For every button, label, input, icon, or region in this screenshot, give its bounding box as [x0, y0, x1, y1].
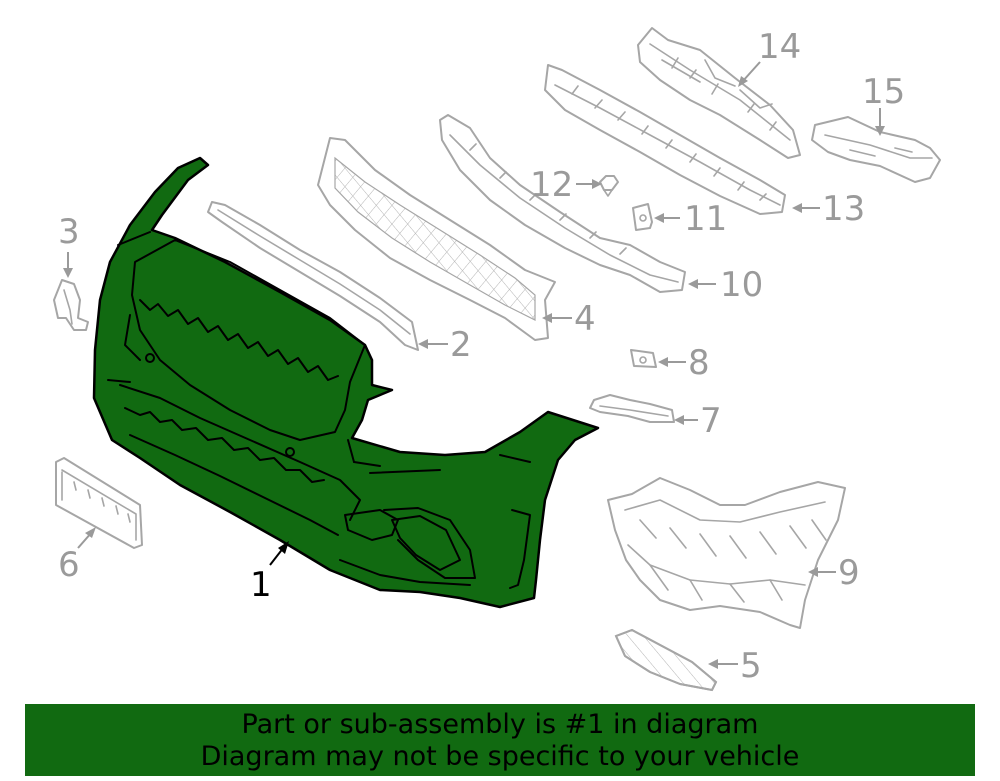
- part-11-nut[interactable]: [632, 203, 653, 231]
- callout-15: 15: [862, 72, 905, 136]
- callout-13: 13: [792, 189, 865, 229]
- part-6-license-bracket[interactable]: [55, 457, 143, 549]
- part-1-bumper-cover[interactable]: [92, 156, 600, 609]
- callout-6: 6: [58, 527, 96, 585]
- part-3-bracket[interactable]: [53, 279, 89, 331]
- callout-4: 4: [542, 299, 596, 339]
- part-13-absorber[interactable]: [544, 64, 786, 215]
- callout-9: 9: [808, 553, 860, 593]
- callout-12-label: 12: [530, 165, 573, 205]
- callout-11: 11: [654, 199, 727, 239]
- callout-7: 7: [674, 401, 722, 441]
- callout-3: 3: [58, 212, 80, 278]
- callout-4-label: 4: [574, 299, 596, 339]
- callout-8-label: 8: [688, 343, 710, 383]
- callout-12: 12: [530, 165, 602, 205]
- callout-10: 10: [688, 265, 763, 305]
- part-5-grille[interactable]: [614, 628, 718, 692]
- info-banner: Part or sub-assembly is #1 in diagram Di…: [25, 704, 975, 776]
- callout-8: 8: [658, 343, 710, 383]
- banner-line-2: Diagram may not be specific to your vehi…: [200, 741, 800, 772]
- part-2-molding[interactable]: [207, 201, 419, 351]
- part-14-bracket[interactable]: [637, 27, 801, 159]
- callout-5-label: 5: [740, 646, 762, 686]
- callout-10-label: 10: [720, 265, 763, 305]
- callout-1: 1: [250, 541, 289, 605]
- callout-11-label: 11: [684, 199, 727, 239]
- callout-5: 5: [708, 646, 762, 686]
- callout-1-label: 1: [250, 565, 272, 605]
- banner-line-1: Part or sub-assembly is #1 in diagram: [241, 709, 759, 740]
- callout-7-label: 7: [700, 401, 722, 441]
- part-7-bracket[interactable]: [589, 394, 675, 423]
- part-12-clip[interactable]: [599, 175, 619, 197]
- callout-14: 14: [738, 27, 801, 87]
- callout-2-label: 2: [450, 325, 472, 365]
- callout-2: 2: [418, 325, 472, 365]
- callout-9-label: 9: [838, 553, 860, 593]
- callout-3-label: 3: [58, 212, 80, 252]
- callout-6-label: 6: [58, 545, 80, 585]
- part-8-nut[interactable]: [630, 349, 657, 368]
- part-10-reinforcement[interactable]: [439, 114, 686, 293]
- callout-13-label: 13: [822, 189, 865, 229]
- callout-14-label: 14: [758, 27, 801, 67]
- callout-15-label: 15: [862, 72, 905, 112]
- part-9-support[interactable]: [607, 477, 846, 629]
- part-4-grille[interactable]: [317, 137, 556, 341]
- parts-diagram: 1 2 3 4 5 6 7 8 9 10: [53, 27, 941, 692]
